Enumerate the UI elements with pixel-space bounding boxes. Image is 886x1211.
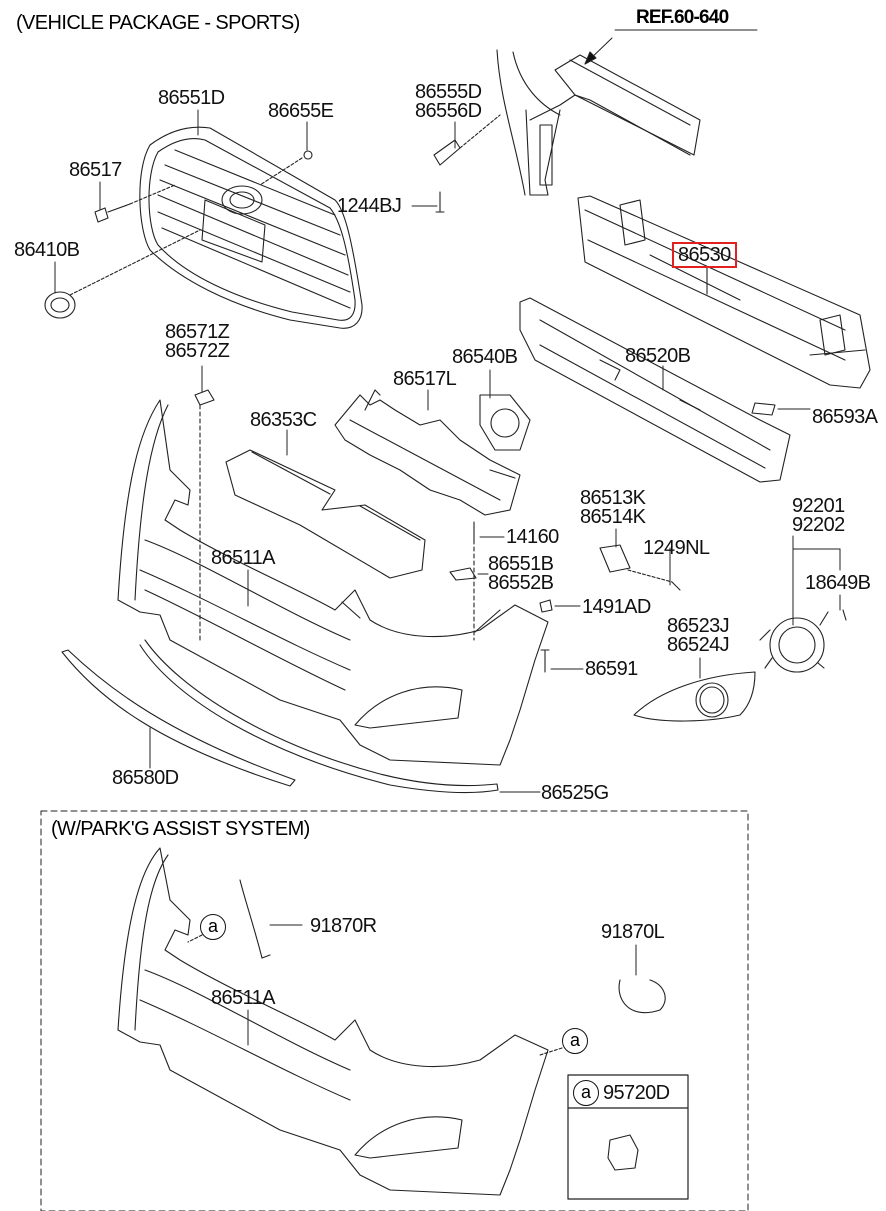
energy-absorber-drawing (519, 297, 791, 483)
part-label-86655e[interactable]: 86655E (268, 100, 334, 122)
part-label-86520b[interactable]: 86520B (625, 345, 691, 367)
radiator-grille-drawing (139, 126, 363, 329)
part-label-86551b[interactable]: 86551B (488, 553, 554, 575)
callout-a-left: a (200, 914, 226, 940)
part-label-86556d[interactable]: 86556D (415, 100, 482, 122)
park-assist-title: (W/PARK'G ASSIST SYSTEM) (51, 818, 310, 840)
part-label-86530-highlighted[interactable]: 86530 (672, 242, 737, 268)
diagram-title: (VEHICLE PACKAGE - SPORTS) (16, 12, 300, 34)
fasteners-drawing (44, 114, 501, 319)
callout-a-right: a (562, 1028, 588, 1054)
part-label-18649b[interactable]: 18649B (805, 572, 871, 594)
part-label-14160[interactable]: 14160 (506, 526, 559, 548)
part-label-86410b[interactable]: 86410B (14, 239, 80, 261)
bumper-beam-drawing (577, 195, 871, 389)
part-label-86517[interactable]: 86517 (69, 159, 122, 181)
part-label-86523j[interactable]: 86523J (667, 615, 730, 637)
part-label-86572z[interactable]: 86572Z (165, 340, 230, 362)
radiator-support-drawing (496, 29, 758, 196)
part-label-86517l[interactable]: 86517L (393, 368, 457, 390)
part-label-86540b[interactable]: 86540B (452, 346, 518, 368)
small-parts-drawing (194, 389, 776, 673)
moldings-drawing (61, 639, 499, 794)
part-label-86591[interactable]: 86591 (585, 658, 638, 680)
fog-lamp-drawing (759, 609, 847, 673)
part-label-86571z[interactable]: 86571Z (165, 321, 230, 343)
part-label-91870r[interactable]: 91870R (310, 915, 377, 937)
part-label-86593a[interactable]: 86593A (812, 406, 878, 428)
part-label-86353c[interactable]: 86353C (250, 409, 317, 431)
bumper-cover-drawing (117, 399, 549, 766)
part-label-1491ad[interactable]: 1491AD (582, 596, 651, 618)
park-assist-section-drawing (40, 810, 749, 1211)
part-label-95720d[interactable]: 95720D (603, 1082, 670, 1104)
part-label-86524j[interactable]: 86524J (667, 634, 730, 656)
reference-label[interactable]: REF.60-640 (636, 7, 729, 28)
legend-callout-a: a (573, 1080, 599, 1106)
part-label-86552b[interactable]: 86552B (488, 572, 554, 594)
part-label-86511a[interactable]: 86511A (211, 547, 275, 569)
part-label-86555d[interactable]: 86555D (415, 81, 482, 103)
bumper-bracket-drawing (334, 389, 531, 516)
part-label-92201[interactable]: 92201 (792, 495, 845, 517)
part-label-86511a-park-assist[interactable]: 86511A (211, 987, 275, 1009)
part-label-86525g[interactable]: 86525G (541, 782, 609, 804)
part-label-1249nl[interactable]: 1249NL (643, 537, 710, 559)
part-label-92202[interactable]: 92202 (792, 514, 845, 536)
part-label-91870l[interactable]: 91870L (601, 921, 665, 943)
leader-lines (54, 109, 841, 793)
under-cover-drawing (225, 449, 426, 579)
part-label-86513k[interactable]: 86513K (580, 487, 646, 509)
fog-lamp-cover-drawing (633, 671, 756, 722)
part-label-86551d[interactable]: 86551D (158, 87, 225, 109)
part-label-86580d[interactable]: 86580D (112, 767, 179, 789)
part-label-86514k[interactable]: 86514K (580, 506, 646, 528)
part-label-1244bj[interactable]: 1244BJ (337, 195, 402, 217)
